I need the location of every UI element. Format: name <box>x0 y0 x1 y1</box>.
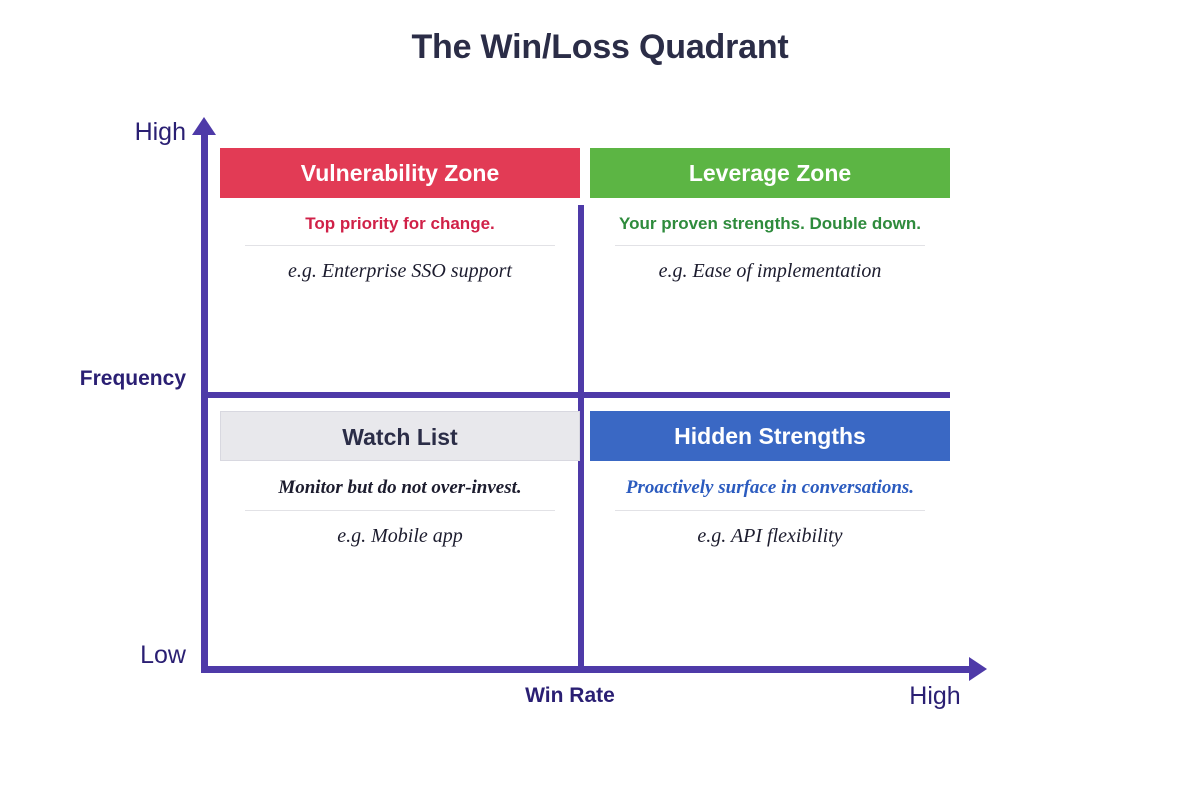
quadrant-divider-horizontal <box>205 392 950 398</box>
quadrant-header-leverage: Leverage Zone <box>590 148 950 198</box>
quadrant-header-watch: Watch List <box>220 411 580 461</box>
quadrant-leverage-zone: Leverage Zone Your proven strengths. Dou… <box>590 148 950 283</box>
x-axis-high-label: High <box>909 682 961 710</box>
quadrant-example-leverage: e.g. Ease of implementation <box>658 260 882 282</box>
quadrant-vulnerability-zone: Vulnerability Zone Top priority for chan… <box>220 148 580 283</box>
y-axis-title: Frequency <box>79 367 186 390</box>
y-axis-high-label: High <box>134 118 186 146</box>
y-axis-arrow-icon <box>192 117 216 135</box>
quadrant-subtitle-leverage: Your proven strengths. Double down. <box>619 214 921 233</box>
quadrant-rule <box>615 245 925 246</box>
quadrant-rule <box>245 510 555 511</box>
quadrant-hidden-strengths: Hidden Strengths Proactively surface in … <box>590 411 950 548</box>
x-axis-arrow-icon <box>969 657 987 681</box>
y-axis-line <box>201 131 208 673</box>
quadrant-header-vulnerability: Vulnerability Zone <box>220 148 580 198</box>
x-axis-title: Win Rate <box>525 684 615 707</box>
quadrant-watch-list: Watch List Monitor but do not over-inves… <box>220 411 580 548</box>
page-title: The Win/Loss Quadrant <box>411 28 789 66</box>
quadrant-header-hidden: Hidden Strengths <box>590 411 950 461</box>
quadrant-rule <box>615 510 925 511</box>
quadrant-example-vulnerability: e.g. Enterprise SSO support <box>288 260 512 282</box>
y-axis-low-label: Low <box>140 641 186 669</box>
quadrant-subtitle-vulnerability: Top priority for change. <box>305 214 495 233</box>
x-axis-line <box>201 666 973 673</box>
quadrant-example-hidden: e.g. API flexibility <box>697 525 843 547</box>
quadrant-subtitle-hidden: Proactively surface in conversations. <box>625 477 915 498</box>
quadrant-divider-vertical <box>578 205 584 670</box>
quadrant-example-watch: e.g. Mobile app <box>337 525 463 547</box>
quadrant-subtitle-watch: Monitor but do not over-invest. <box>278 477 522 498</box>
quadrant-rule <box>245 245 555 246</box>
